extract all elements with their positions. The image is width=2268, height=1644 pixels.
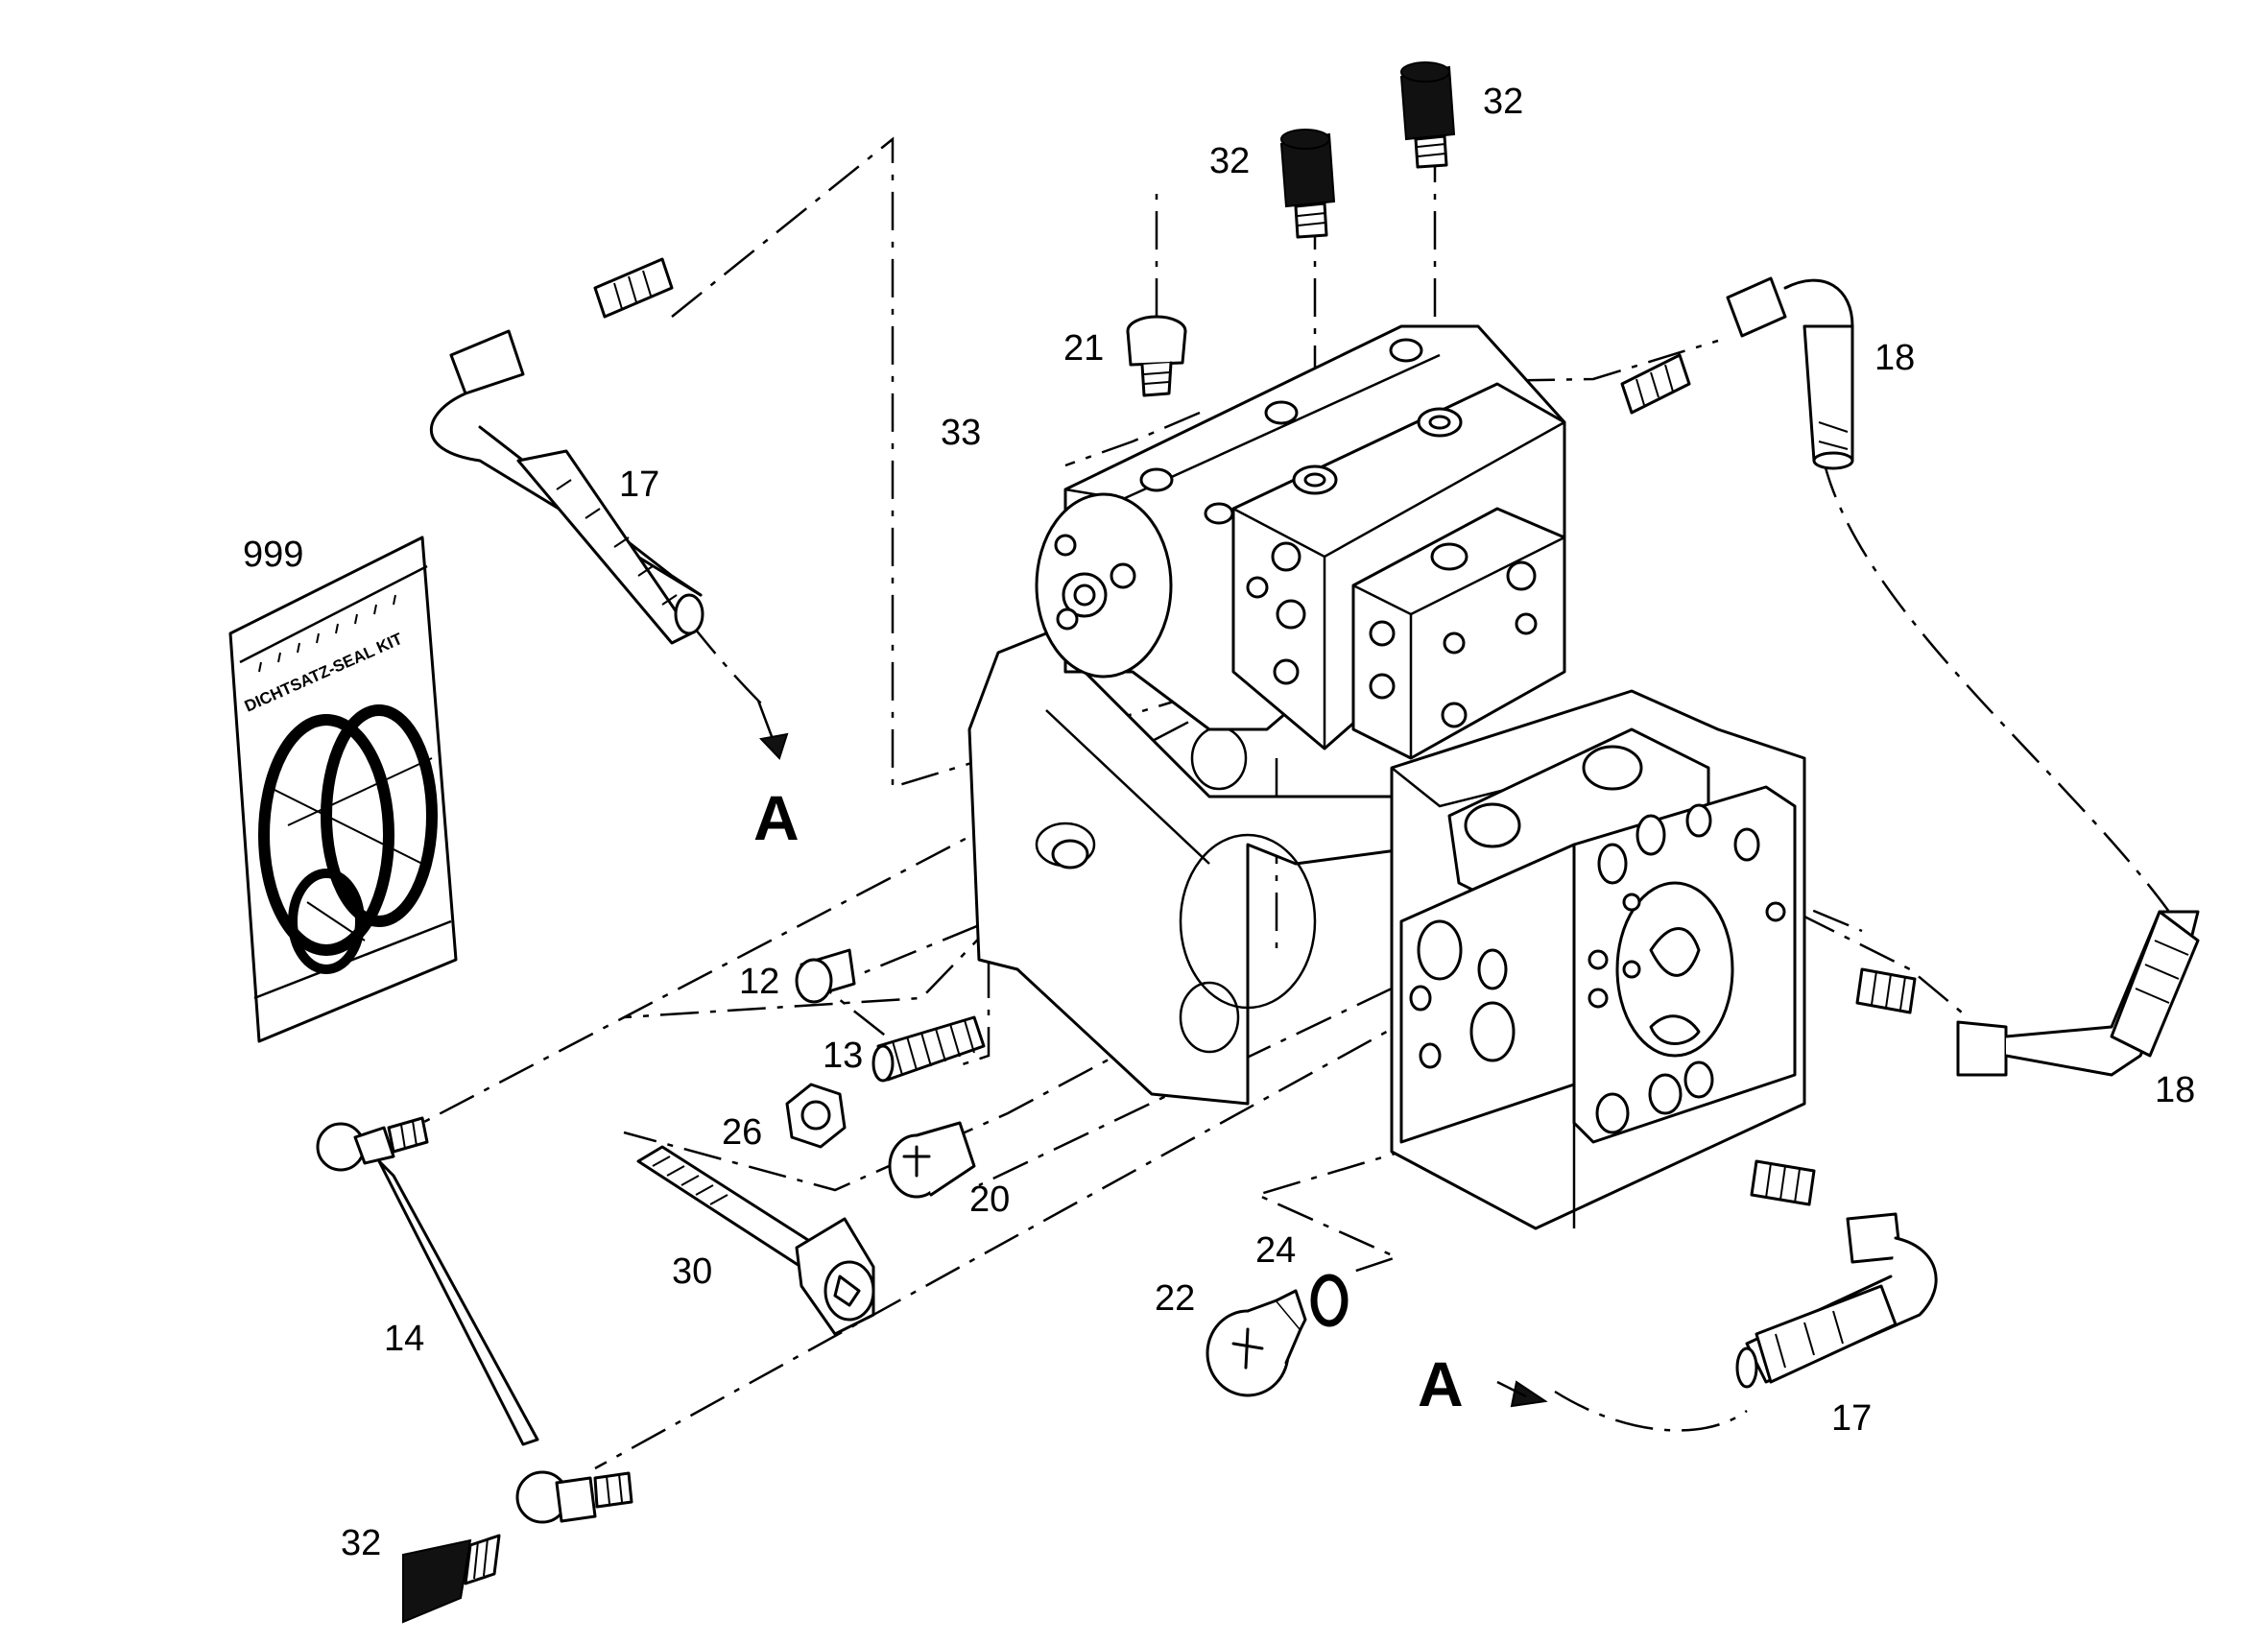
callout-18-bottom: 18 (2155, 1070, 2195, 1110)
screw-20 (888, 1121, 976, 1199)
setscrew-13 (871, 1015, 986, 1083)
callout-26: 26 (722, 1112, 762, 1153)
bolt-30 (636, 1145, 875, 1336)
callout-17-top: 17 (619, 465, 659, 505)
callout-12: 12 (739, 962, 779, 1002)
seal-kit-bag: DICHTSATZ-SEAL KIT (228, 536, 458, 1043)
callout-18-top: 18 (1874, 338, 1915, 378)
callout-33: 33 (941, 413, 981, 453)
callout-30: 30 (672, 1251, 712, 1292)
plug-12 (795, 948, 856, 1004)
oring-24 (1310, 1274, 1349, 1327)
callouts: 999 17 32 32 21 33 18 18 12 13 26 20 30 … (243, 82, 2195, 1563)
callout-24: 24 (1255, 1230, 1296, 1271)
view-letters: A A (753, 782, 1464, 1419)
hose-18-bottom (1855, 910, 2200, 1077)
line-14 (316, 1116, 633, 1524)
hose-17-top (429, 257, 704, 645)
callout-32-left: 32 (1209, 141, 1250, 181)
screw-21 (1126, 315, 1187, 397)
hose-18-top (1620, 276, 1854, 470)
plug-32-bottom (402, 1534, 501, 1624)
plug-22 (1206, 1289, 1307, 1397)
valve-block (1231, 382, 1566, 760)
callout-32-bottom: 32 (341, 1523, 381, 1563)
callout-20: 20 (969, 1179, 1010, 1220)
nut-26 (785, 1083, 847, 1149)
callout-22: 22 (1155, 1278, 1195, 1319)
callout-13: 13 (823, 1036, 863, 1076)
hose-17-bottom (1735, 1159, 1938, 1389)
callout-17-bottom: 17 (1831, 1398, 1872, 1439)
front-pump-section (1390, 689, 1806, 1230)
callout-21: 21 (1063, 328, 1104, 369)
view-a-arrows (756, 700, 1548, 1408)
plug-32-top-right (1399, 61, 1456, 169)
callout-14: 14 (384, 1319, 424, 1359)
plug-32-top-left (1279, 129, 1336, 239)
view-letter-a-bottom: A (1418, 1348, 1464, 1419)
callout-32-right: 32 (1483, 82, 1523, 122)
view-letter-a-top: A (753, 782, 800, 853)
callout-999: 999 (243, 535, 303, 575)
